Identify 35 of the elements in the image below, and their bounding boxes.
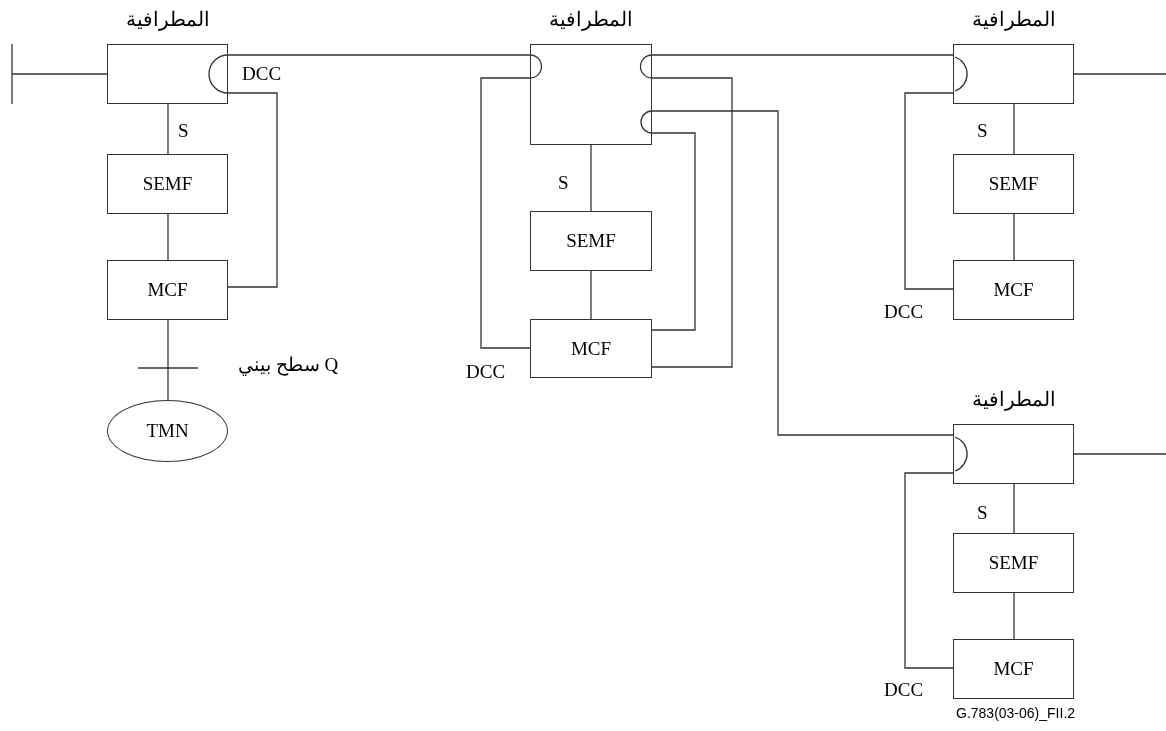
- connector-line: [1013, 483, 1015, 534]
- connector-line: [167, 319, 169, 401]
- connector-line: [1013, 213, 1015, 261]
- function-box: MCF: [953, 639, 1074, 699]
- connector-line: [651, 54, 954, 56]
- connector-line: [651, 110, 954, 436]
- connector-line: [904, 472, 954, 669]
- edge-label: Q سطح بيني: [236, 354, 341, 376]
- connector-line: [1073, 453, 1166, 455]
- function-box: MCF: [530, 319, 652, 378]
- function-box: SEMF: [530, 211, 652, 271]
- box-heading: المطرافية: [970, 387, 1057, 413]
- connector-line: [11, 43, 108, 105]
- connector-line: [227, 92, 278, 288]
- function-box: SEMF: [953, 154, 1074, 214]
- box-heading: المطرافية: [970, 7, 1057, 33]
- function-box: MCF: [107, 260, 228, 320]
- function-box: SEMF: [953, 533, 1074, 593]
- connector-line: [904, 92, 954, 290]
- connector-line: [651, 77, 733, 368]
- connector-line: [651, 132, 696, 331]
- connector-line: [590, 144, 592, 212]
- box-heading: المطرافية: [124, 7, 211, 33]
- connector-line: [590, 270, 592, 320]
- box-heading: المطرافية: [548, 7, 634, 33]
- connector-line: [167, 213, 169, 261]
- connector-line: [1073, 73, 1166, 75]
- connector-line: [167, 103, 169, 155]
- connector-line: [1013, 592, 1015, 640]
- connector-line: [1013, 103, 1015, 155]
- connector-line: [480, 77, 531, 349]
- function-box: MCF: [953, 260, 1074, 320]
- function-box: SEMF: [107, 154, 228, 214]
- figure-code: G.783(03-06)_FII.2: [954, 704, 1078, 722]
- connector-line: [227, 54, 531, 56]
